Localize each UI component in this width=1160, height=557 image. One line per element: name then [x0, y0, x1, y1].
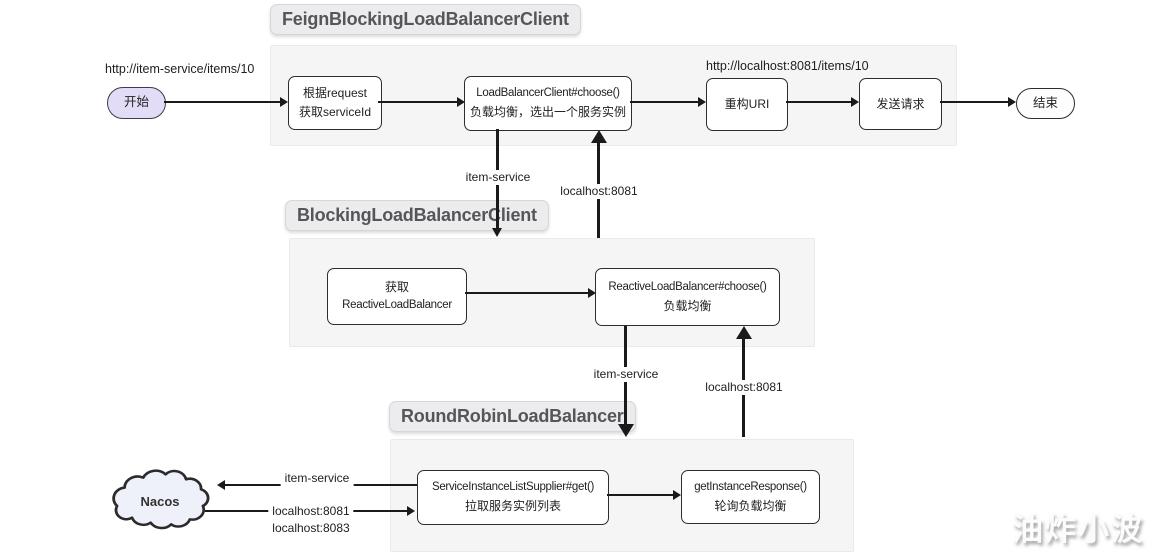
arrow-get-serviceid-to-choose [378, 97, 465, 107]
reactive-choose-node: ReactiveLoadBalancer#choose() 负载均衡 [595, 268, 780, 326]
node-line: ServiceInstanceListSupplier#get() [431, 481, 595, 494]
node-line: 获取serviceId [298, 105, 372, 119]
feign-section-title: FeignBlockingLoadBalancerClient [270, 4, 581, 35]
node-line: getInstanceResponse() [694, 480, 807, 493]
request-url-label: http://item-service/items/10 [105, 62, 255, 76]
feign-up-edge-label: localhost:8081 [556, 184, 642, 199]
supplier-get-node: ServiceInstanceListSupplier#get() 拉取服务实例… [417, 470, 609, 525]
end-node: 结束 [1016, 88, 1075, 119]
loadbalancer-choose-node: LoadBalancerClient#choose() 负载均衡，选出一个服务实… [464, 76, 632, 131]
rebuilt-url-label: http://localhost:8081/items/10 [706, 59, 869, 73]
get-instance-response-node: getInstanceResponse() 轮询负载均衡 [681, 470, 820, 524]
node-line: 拉取服务实例列表 [464, 499, 561, 514]
nacos-return-edge-label-2: localhost:8083 [268, 521, 354, 536]
start-node: 开始 [107, 87, 166, 119]
cloud-icon [112, 469, 210, 530]
blocking-up-edge-label: localhost:8081 [701, 380, 787, 395]
arrow-choose-to-rebuild-uri [630, 97, 706, 107]
nacos-label: Nacos [140, 493, 180, 509]
rebuild-uri-node: 重构URI [706, 78, 788, 131]
nacos-pull-edge-label: item-service [280, 471, 354, 486]
watermark-text: 油炸小波 [1012, 512, 1144, 547]
node-line: 获取 [384, 280, 409, 295]
nacos-registry-node: Nacos [104, 466, 216, 536]
node-line: 轮询负载均衡 [714, 498, 787, 513]
arrow-rebuild-uri-to-send-request [786, 97, 859, 107]
arrow-send-request-to-end [940, 97, 1016, 107]
arrow-get-reactive-to-reactive-choose [465, 288, 596, 298]
node-line: 负载均衡，选出一个服务实例 [469, 105, 626, 120]
arrow-start-to-get-serviceid [164, 97, 288, 107]
send-request-node: 发送请求 [859, 78, 942, 130]
node-line: LoadBalancerClient#choose() [476, 87, 620, 100]
blocking-section-title: BlockingLoadBalancerClient [285, 200, 549, 231]
blocking-down-edge-label: item-service [589, 367, 663, 382]
node-line: 根据request [302, 86, 368, 101]
nacos-return-edge-label-1: localhost:8081 [268, 504, 354, 519]
get-serviceid-node: 根据request 获取serviceId [288, 76, 382, 130]
arrow-supplier-to-get-instance [607, 490, 681, 500]
node-line: ReactiveLoadBalancer#choose() [608, 280, 767, 293]
roundrobin-section-title: RoundRobinLoadBalancer [389, 401, 636, 432]
node-line: ReactiveLoadBalancer [342, 298, 452, 311]
get-reactive-loadbalancer-node: 获取 ReactiveLoadBalancer [327, 268, 467, 325]
feign-down-edge-label: item-service [461, 170, 535, 185]
node-line: 负载均衡 [663, 298, 712, 313]
